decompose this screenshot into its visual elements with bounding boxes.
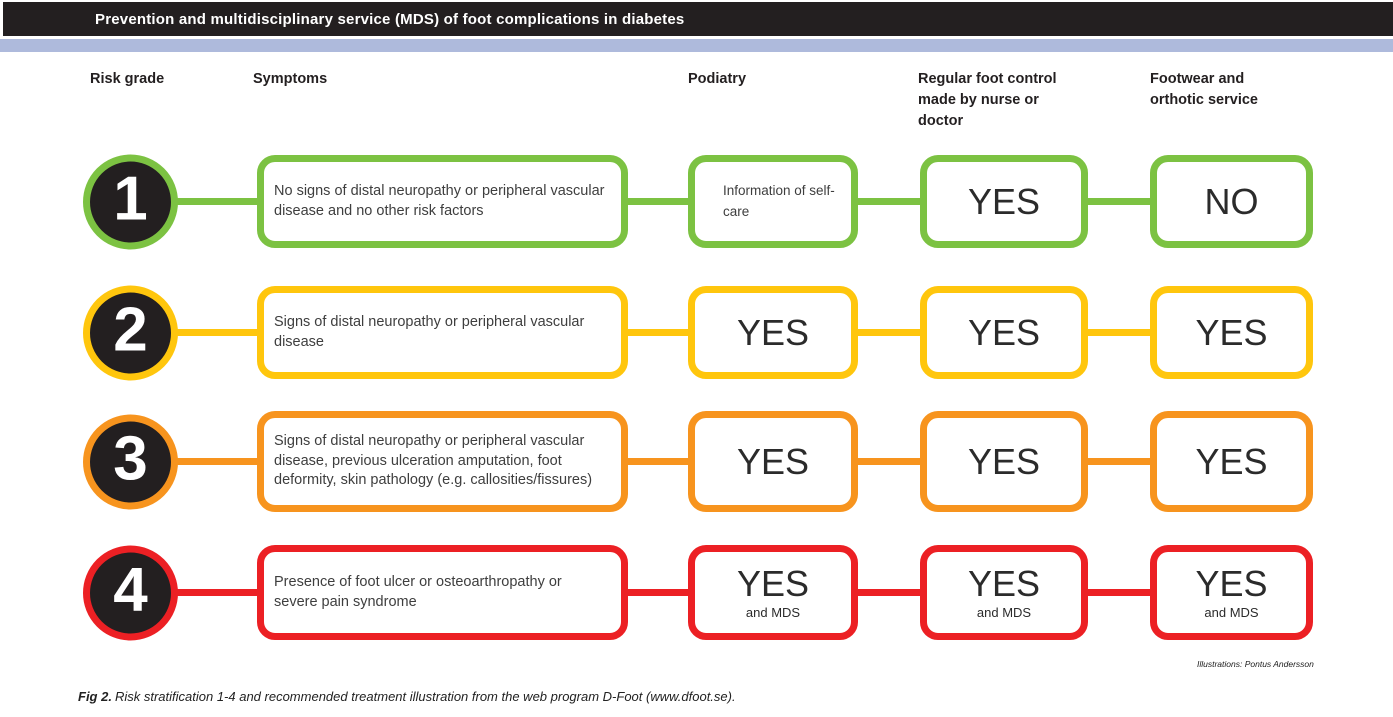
risk-row-1: 1 No signs of distal neuropathy or perip… [0, 154, 1393, 249]
risk-row-2: 2 Signs of distal neuropathy or peripher… [0, 285, 1393, 380]
symptoms-box: Presence of foot ulcer or osteoarthropat… [257, 545, 628, 640]
risk-grade-4-circle: 4 [83, 545, 178, 640]
nurse-control-box: YES [920, 286, 1088, 379]
podiatry-box: YES and MDS [688, 545, 858, 640]
figure-caption: Fig 2.Risk stratification 1-4 and recomm… [78, 689, 736, 704]
podiatry-answer: YES [736, 562, 810, 604]
podiatry-box: Information of self-care [688, 155, 858, 248]
nurse-mds-label: and MDS [976, 604, 1032, 620]
grade-number: 3 [113, 424, 148, 493]
grade-number: 2 [113, 295, 148, 364]
footwear-box: YES and MDS [1150, 545, 1313, 640]
podiatry-answer: YES [736, 311, 810, 353]
footwear-box: YES [1150, 286, 1313, 379]
page-title: Prevention and multidisciplinary service… [95, 10, 685, 28]
footwear-box: YES [1150, 411, 1313, 512]
connector-line [130, 589, 1230, 596]
column-header-footwear: Footwear and orthotic service [1150, 71, 1258, 108]
symptoms-text: Signs of distal neuropathy or peripheral… [274, 432, 593, 489]
podiatry-answer: YES [736, 440, 810, 482]
risk-grade-3-circle: 3 [83, 414, 178, 509]
podiatry-note: Information of self-care [723, 183, 835, 219]
risk-row-4: 4 Presence of foot ulcer or osteoarthrop… [0, 545, 1393, 640]
column-header-symptoms: Symptoms [253, 71, 328, 87]
nurse-control-box: YES [920, 155, 1088, 248]
connector-line [130, 198, 1230, 205]
footwear-answer: YES [1195, 562, 1268, 604]
nurse-answer: YES [967, 311, 1041, 353]
figure-caption-text: Risk stratification 1-4 and recommended … [114, 689, 736, 704]
illustrations-credit: Illustrations: Pontus Andersson [1197, 659, 1314, 669]
podiatry-box: YES [688, 411, 858, 512]
title-bar: Prevention and multidisciplinary service… [3, 2, 1393, 36]
symptoms-box: No signs of distal neuropathy or periphe… [257, 155, 628, 248]
column-header-podiatry: Podiatry [688, 71, 747, 87]
symptoms-box: Signs of distal neuropathy or peripheral… [257, 286, 628, 379]
footwear-answer: NO [1204, 180, 1259, 222]
nurse-control-box: YES [920, 411, 1088, 512]
nurse-answer: YES [967, 180, 1041, 222]
nurse-answer: YES [967, 562, 1041, 604]
connector-line [130, 458, 1230, 465]
symptoms-text: Presence of foot ulcer or osteoarthropat… [274, 573, 562, 610]
risk-row-3: 3 Signs of distal neuropathy or peripher… [0, 411, 1393, 512]
column-header-nurse: Regular foot control made by nurse or do… [918, 71, 1057, 129]
symptoms-box: Signs of distal neuropathy or peripheral… [257, 411, 628, 512]
symptoms-text: Signs of distal neuropathy or peripheral… [274, 313, 585, 350]
connector-line [130, 329, 1230, 336]
footwear-box: NO [1150, 155, 1313, 248]
column-header-risk-grade: Risk grade [90, 71, 165, 87]
symptoms-text: No signs of distal neuropathy or periphe… [274, 182, 605, 219]
nurse-answer: YES [967, 440, 1041, 482]
risk-grade-1-circle: 1 [83, 154, 178, 249]
podiatry-mds-label: and MDS [745, 604, 801, 620]
risk-grade-2-circle: 2 [83, 285, 178, 380]
nurse-control-box: YES and MDS [920, 545, 1088, 640]
footwear-mds-label: and MDS [1204, 604, 1259, 620]
footwear-answer: YES [1195, 440, 1268, 482]
footwear-answer: YES [1195, 311, 1268, 353]
grade-number: 1 [113, 164, 148, 233]
accent-bar [0, 39, 1393, 52]
grade-number: 4 [113, 555, 148, 624]
podiatry-box: YES [688, 286, 858, 379]
figure-label: Fig 2. [78, 689, 112, 704]
